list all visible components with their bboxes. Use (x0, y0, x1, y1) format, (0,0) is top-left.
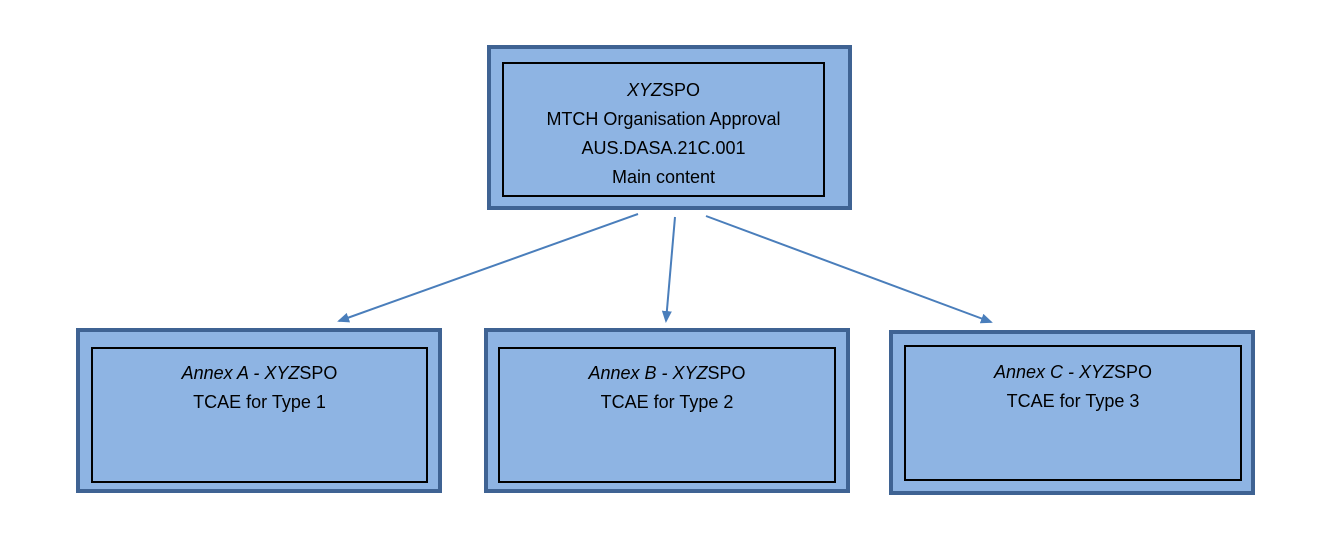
annex-c-title: Annex C - XYZSPO (906, 358, 1240, 387)
annex-a-subtitle: TCAE for Type 1 (193, 392, 326, 412)
annex-a-box: Annex A - XYZSPO TCAE for Type 1 (76, 328, 442, 493)
annex-a-title: Annex A - XYZSPO (93, 359, 426, 388)
main-label: Main content (611, 167, 716, 187)
annex-b-title-rest: SPO (707, 363, 746, 383)
annex-b-subtitle: TCAE for Type 2 (600, 392, 734, 412)
annex-b-box: Annex B - XYZSPO TCAE for Type 2 (484, 328, 850, 493)
arrow-to-annex-c (705, 215, 993, 324)
main-content-inner: XYZSPO MTCH Organisation Approval AUS.DA… (502, 62, 825, 197)
annex-c-title-italic: Annex C - XYZ (993, 362, 1115, 382)
main-approval: MTCH Organisation Approval (546, 109, 781, 129)
annex-c-inner: Annex C - XYZSPO TCAE for Type 3 (904, 345, 1242, 481)
annex-a-title-italic: Annex A - XYZ (181, 363, 300, 383)
arrow-to-annex-a (337, 213, 639, 323)
main-content-box: XYZSPO MTCH Organisation Approval AUS.DA… (487, 45, 852, 210)
main-title-rest: SPO (662, 80, 701, 100)
annex-b-inner: Annex B - XYZSPO TCAE for Type 2 (498, 347, 836, 483)
main-title-italic: XYZ (626, 80, 662, 100)
annex-b-title-italic: Annex B - XYZ (588, 363, 708, 383)
annex-c-title-rest: SPO (1114, 362, 1153, 382)
annex-a-title-rest: SPO (299, 363, 338, 383)
main-title: XYZSPO (504, 76, 823, 105)
arrow-to-annex-b (661, 216, 676, 323)
annex-b-title: Annex B - XYZSPO (500, 359, 834, 388)
annex-c-subtitle: TCAE for Type 3 (1006, 391, 1140, 411)
main-reference: AUS.DASA.21C.001 (581, 138, 746, 158)
annex-a-inner: Annex A - XYZSPO TCAE for Type 1 (91, 347, 428, 483)
annex-c-box: Annex C - XYZSPO TCAE for Type 3 (889, 330, 1255, 495)
